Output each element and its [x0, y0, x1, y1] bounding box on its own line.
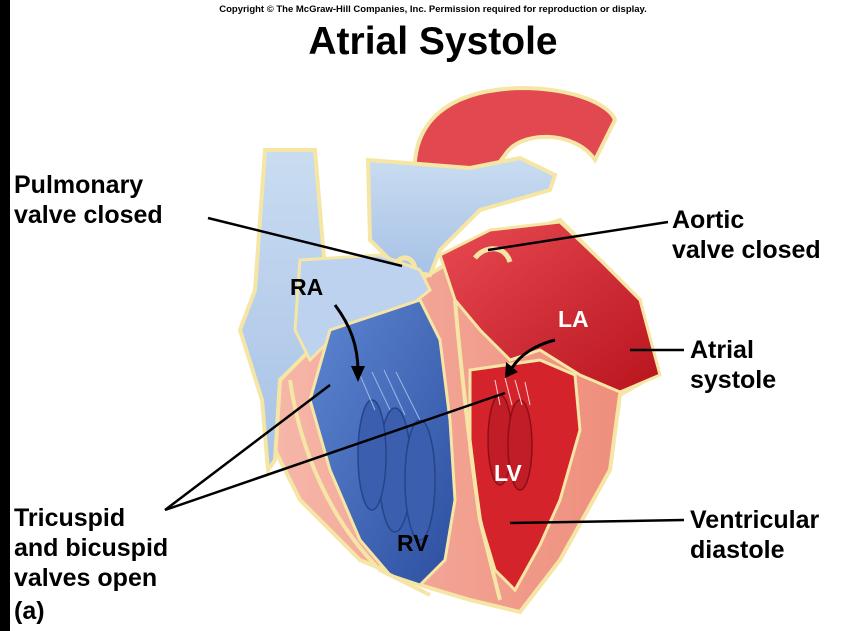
panel-letter: (a) — [14, 596, 45, 626]
label-lv: LV — [494, 460, 522, 487]
label-ventricular-diastole: Ventricular diastole — [690, 505, 819, 565]
label-rv: RV — [397, 530, 429, 557]
label-aortic-valve: Aortic valve closed — [672, 205, 821, 265]
label-av-valves: Tricuspid and bicuspid valves open — [14, 503, 168, 593]
label-pulmonary-valve: Pulmonary valve closed — [14, 170, 163, 230]
label-atrial-systole: Atrial systole — [690, 335, 776, 395]
label-la: LA — [558, 306, 589, 333]
label-ra: RA — [290, 274, 323, 301]
